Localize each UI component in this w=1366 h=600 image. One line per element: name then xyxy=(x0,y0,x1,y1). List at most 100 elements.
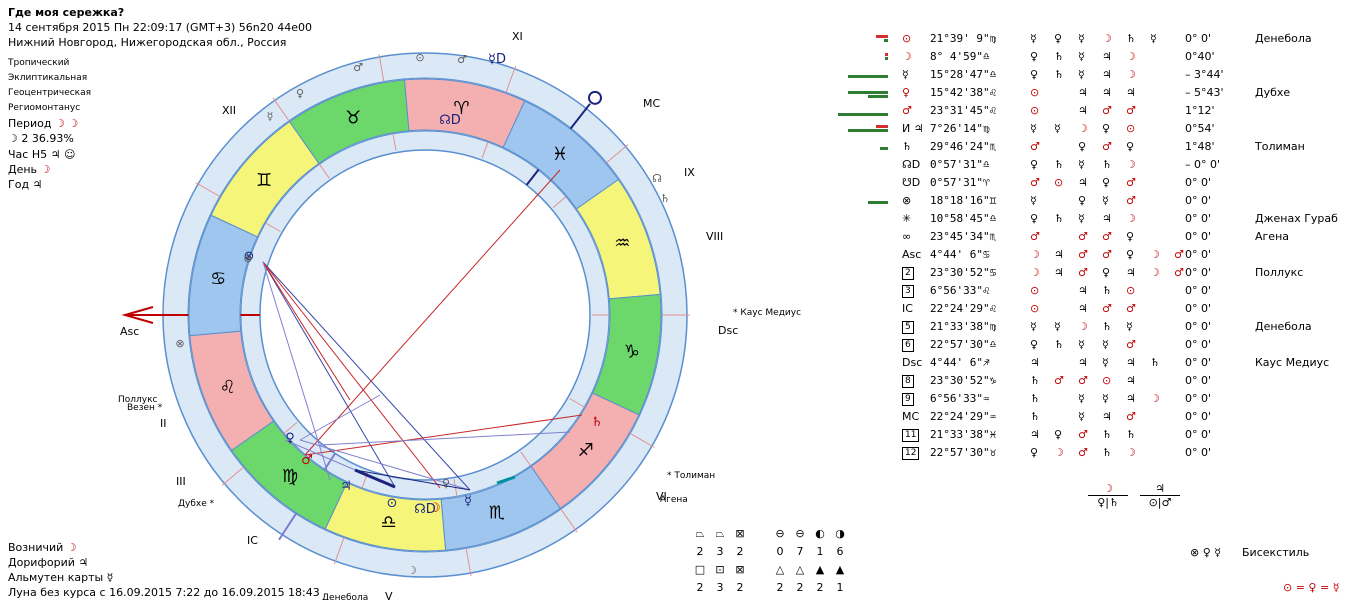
row-ruler: ☿ xyxy=(1054,320,1061,333)
outer-glyph: ♀ xyxy=(296,87,304,100)
row-glyph: ☋D xyxy=(902,176,921,189)
strength-bar xyxy=(868,201,888,204)
bisextile-glyphs: ⊗ ♀ ☿ xyxy=(1190,546,1222,559)
row-orb: 0° 0' xyxy=(1185,212,1212,225)
row-glyph: 2 xyxy=(902,267,914,280)
row-ruler: ♀ xyxy=(1030,50,1039,63)
row-ruler: ☿ xyxy=(1126,320,1133,333)
row-ruler: ♄ xyxy=(1054,50,1064,63)
row-ruler: ☽ xyxy=(1126,212,1136,225)
planet-glyph: ☊D xyxy=(439,113,461,128)
table-row: ☿15°28'47"♎♀♄☿♃☽– 3°44' xyxy=(848,66,1360,84)
row-ruler: ♀ xyxy=(1054,428,1063,441)
aspect-line xyxy=(304,169,561,456)
fraction-1-bottom: ♀|♄ xyxy=(1088,495,1128,509)
dignity-value: 7 xyxy=(796,545,804,558)
sign-glyph: ♊ xyxy=(256,170,272,191)
row-position: 18°18'16"♊ xyxy=(930,194,997,207)
row-ruler: ♂ xyxy=(1174,248,1184,261)
doryphory-glyph: ♃ xyxy=(78,556,89,569)
outer-glyph: ♂ xyxy=(353,61,363,74)
row-star: Дженах Гураб xyxy=(1255,212,1338,225)
dignity-value: 2 xyxy=(796,581,804,594)
row-ruler: ♂ xyxy=(1054,374,1064,387)
row-glyph: ∞ xyxy=(902,230,912,243)
row-orb: 0° 0' xyxy=(1185,338,1212,351)
sign-glyph: ♓ xyxy=(552,144,568,165)
bisextile-label: Бисекстиль xyxy=(1242,546,1310,559)
void-moon: Луна без курса с 16.09.2015 7:22 до 16.0… xyxy=(8,586,320,599)
mc-label: MC xyxy=(643,97,660,110)
row-ruler: ♂ xyxy=(1102,104,1112,117)
row-ruler: ☿ xyxy=(1078,410,1085,423)
row-ruler: ♄ xyxy=(1102,284,1112,297)
almuten-glyph: ☿ xyxy=(106,571,114,584)
row-ruler: ☽ xyxy=(1126,50,1136,63)
row-orb: 0° 0' xyxy=(1185,428,1212,441)
table-row: ♄29°46'24"♏♂♀♂♀1°48'Толиман xyxy=(860,138,1360,156)
aspect-line xyxy=(299,439,471,491)
sign-glyph: ♉ xyxy=(345,108,361,129)
asc-arrow xyxy=(121,306,154,324)
chart-datetime: 14 сентября 2015 Пн 22:09:17 (GMT+3) 56n… xyxy=(8,21,313,34)
row-ruler: ♃ xyxy=(1126,86,1136,99)
row-ruler: ♄ xyxy=(1030,392,1040,405)
row-ruler: ♃ xyxy=(1054,266,1064,279)
row-glyph: ☿ xyxy=(902,68,909,81)
inner-circle xyxy=(259,149,591,481)
row-position: 21°39' 9"♍ xyxy=(930,32,997,45)
dsc-label: Dsc xyxy=(718,324,738,337)
row-ruler: ♀ xyxy=(1126,248,1135,261)
row-ruler: ♀ xyxy=(1102,176,1111,189)
planet-glyph: ♀ xyxy=(285,431,295,446)
period-glyphs: ☽ ☽ xyxy=(55,117,79,130)
fraction-2-bottom: ⊙|♂ xyxy=(1140,495,1180,509)
row-ruler: ♄ xyxy=(1102,428,1112,441)
row-glyph: 11 xyxy=(902,429,920,442)
row-ruler: ♂ xyxy=(1126,338,1136,351)
row-orb: 0° 0' xyxy=(1185,176,1212,189)
row-ruler: ☽ xyxy=(1078,320,1088,333)
row-orb: 0° 0' xyxy=(1185,302,1212,315)
row-ruler: ♄ xyxy=(1054,68,1064,81)
sign-glyph: ♏ xyxy=(489,502,505,523)
row-ruler: ♃ xyxy=(1030,356,1040,369)
row-ruler: ☿ xyxy=(1078,32,1085,45)
row-position: 22°57'30"♉ xyxy=(930,446,997,459)
planet-glyph: ♃ xyxy=(340,479,352,494)
row-ruler: ♂ xyxy=(1126,176,1136,189)
row-ruler: ♂ xyxy=(1030,140,1040,153)
doryphory-label: Дорифорий xyxy=(8,556,75,569)
row-orb: 0° 0' xyxy=(1185,32,1212,45)
sign-glyph: ♒ xyxy=(614,233,630,254)
row-ruler: ♂ xyxy=(1126,302,1136,315)
year-row: Год ♃ xyxy=(8,178,42,191)
row-ruler: ☿ xyxy=(1102,338,1109,351)
table-row: ☽ 8° 4'59"♎♀♄☿♃☽0°40' xyxy=(860,48,1360,66)
aspect-line xyxy=(262,261,441,489)
row-ruler: ☿ xyxy=(1078,392,1085,405)
table-row: Dsc 4°44' 6"♐♃♃☿♃♄0° 0'Каус Медиус xyxy=(860,354,1360,372)
row-ruler: ☿ xyxy=(1078,50,1085,63)
star-toliman: * Толиман xyxy=(667,471,715,481)
row-star: Денебола xyxy=(1255,320,1312,333)
dignity-symbol: ⏢ xyxy=(715,527,725,540)
row-ruler: ☿ xyxy=(1030,194,1037,207)
row-ruler: ♂ xyxy=(1102,248,1112,261)
table-row: Asc 4°44' 6"♋☽♃♂♂♀☽♂0° 0' xyxy=(860,246,1360,264)
table-row: И ♃ 7°26'14"♍☿☿☽♀⊙0°54' xyxy=(848,120,1360,138)
row-star: Каус Медиус xyxy=(1255,356,1330,369)
dignity-symbol: ⊠ xyxy=(735,563,745,576)
row-ruler: ☿ xyxy=(1078,158,1085,171)
row-position: 29°46'24"♏ xyxy=(930,140,997,153)
row-ruler: ♀ xyxy=(1126,140,1135,153)
row-orb: 0° 0' xyxy=(1185,266,1212,279)
sign-glyph: ♑ xyxy=(624,341,640,362)
dignity-symbol: △ xyxy=(775,563,785,576)
row-position: 23°31'45"♌ xyxy=(930,104,997,117)
row-ruler: ♄ xyxy=(1054,158,1064,171)
